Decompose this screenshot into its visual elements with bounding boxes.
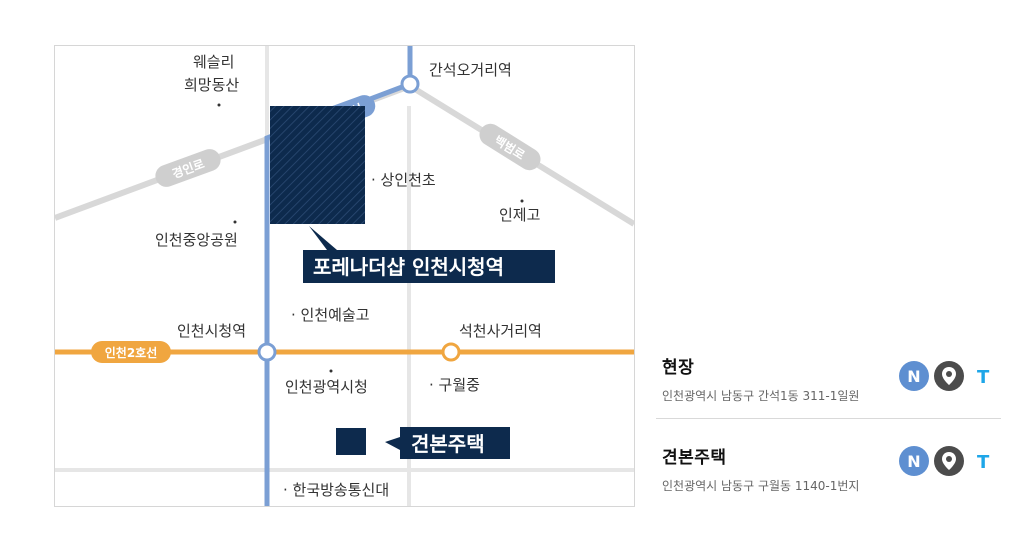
cityhall-station-marker xyxy=(257,342,277,362)
arts-school-label: · 인천예술고 xyxy=(291,306,370,324)
site-callout-box xyxy=(303,226,555,283)
wesley-label-line2: 희망동산 xyxy=(184,76,239,94)
line2-label: 인천2호선 xyxy=(105,345,158,360)
guwol-label: · 구월중 xyxy=(429,376,480,394)
model-house-marker xyxy=(336,428,366,455)
location-info-model-house: 견본주택 인천광역시 남동구 구월동 1140-1번지 xyxy=(662,443,1002,494)
map-links-site: N T xyxy=(899,361,999,391)
seokcheon-station-marker xyxy=(441,342,461,362)
location-address: 인천광역시 남동구 간석1동 311-1일원 xyxy=(662,389,860,403)
location-address: 인천광역시 남동구 구월동 1140-1번지 xyxy=(662,479,860,493)
model-house-callout-label: 견본주택 xyxy=(411,432,485,456)
divider xyxy=(656,418,1001,419)
gyeongin-label-pill: 경인로 xyxy=(155,149,221,187)
wesley-dot xyxy=(217,103,221,107)
central-park-label: 인천중앙공원 xyxy=(155,231,238,249)
wesley-label-line1: 웨슬리 xyxy=(193,53,234,71)
ganseok-station-label: 간석오거리역 xyxy=(429,61,512,79)
city-hall-dot xyxy=(329,369,333,373)
baekbeom-label-pill: 백범로 xyxy=(479,123,541,171)
naver-map-icon[interactable]: N xyxy=(899,446,929,476)
line2-label-pill: 인천2호선 xyxy=(91,341,171,363)
model-house-callout-box xyxy=(385,427,510,459)
inje-dot xyxy=(520,199,524,203)
location-pin-icon[interactable] xyxy=(934,361,964,391)
tmap-icon[interactable]: T xyxy=(969,446,999,476)
ganseok-station-marker xyxy=(400,74,420,94)
sangin-label: · 상인천초 xyxy=(371,171,436,189)
location-pin-icon[interactable] xyxy=(934,446,964,476)
location-name: 견본주택 xyxy=(662,448,727,468)
inje-label: 인제고 xyxy=(499,206,540,224)
naver-map-icon-letter: N xyxy=(907,451,921,471)
naver-map-icon[interactable]: N xyxy=(899,361,929,391)
cityhall-station-label: 인천시청역 xyxy=(177,322,246,340)
location-name: 현장 xyxy=(662,358,695,378)
location-map: 경인로 백범로 인천1호선 인천2호선 간석오거리역 인천시청역 석천사거리역 … xyxy=(54,45,635,507)
map-links-model-house: N T xyxy=(899,446,999,476)
city-hall-label: 인천광역시청 xyxy=(285,378,368,396)
naver-map-icon-letter: N xyxy=(907,366,921,386)
tmap-icon-letter: T xyxy=(977,367,990,386)
site-area xyxy=(270,106,365,224)
map-svg: 경인로 백범로 인천1호선 인천2호선 간석오거리역 인천시청역 석천사거리역 … xyxy=(55,46,634,506)
location-info-site: 현장 인천광역시 남동구 간석1동 311-1일원 xyxy=(662,353,1002,404)
seokcheon-station-label: 석천사거리역 xyxy=(459,322,542,340)
tmap-icon-letter: T xyxy=(977,452,990,471)
tmap-icon[interactable]: T xyxy=(969,361,999,391)
hankuk-label: · 한국방송통신대 xyxy=(283,481,389,499)
site-callout-label: 포레나더샵 인천시청역 xyxy=(313,255,504,279)
central-park-dot xyxy=(233,220,237,224)
